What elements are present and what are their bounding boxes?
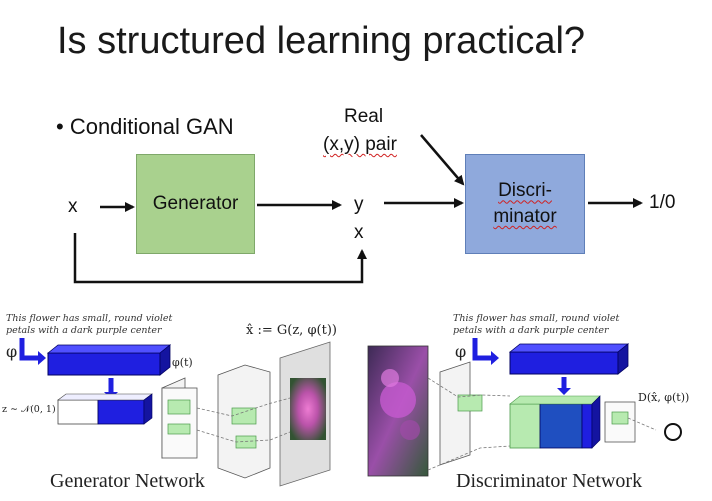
real-pair-text: (x,y) pair — [323, 134, 397, 155]
phi-t-label: φ(t) — [172, 356, 193, 369]
output-x-label: x — [354, 222, 364, 243]
real-pair-label-line1: Real — [344, 106, 384, 127]
generator-box: Generator — [136, 154, 255, 254]
caption-left-line2: petals with a dark purple center — [6, 324, 162, 336]
caption-right-line2: petals with a dark purple center — [453, 324, 609, 336]
real-pair-label-line2: (x,y) pair — [323, 134, 397, 156]
z-distribution-label: z ∼ 𝒩(0, 1) — [2, 404, 56, 415]
bullet-text: Conditional GAN — [69, 114, 234, 139]
discriminator-network-figure — [367, 343, 682, 477]
caption-right: This flower has small, round violet peta… — [453, 313, 619, 337]
input-x-label: x — [68, 196, 78, 217]
generator-network-label: Generator Network — [50, 470, 205, 492]
phi-right-symbol: φ — [455, 342, 467, 361]
bullet-item: • Conditional GAN — [56, 114, 234, 139]
caption-left-line1: This flower has small, round violet — [6, 313, 173, 324]
phi-left-symbol: φ — [6, 342, 18, 361]
discriminator-box: Discri- minator — [465, 154, 585, 254]
caption-left: This flower has small, round violet peta… — [6, 313, 172, 337]
discriminator-label-line2: minator — [493, 206, 557, 227]
page-title: Is structured learning practical? — [57, 20, 586, 62]
generator-network-figure — [46, 341, 331, 487]
caption-right-line1: This flower has small, round violet — [453, 313, 620, 324]
arrow-x-bypass — [73, 233, 367, 284]
discriminator-network-label: Discriminator Network — [456, 470, 643, 492]
generator-label: Generator — [152, 193, 239, 214]
discriminator-label-line1: Discri- — [498, 180, 552, 202]
discriminator-formula: D(x̂, φ(t)) — [638, 391, 690, 404]
generator-formula: x̂ := G(z, φ(t)) — [246, 323, 337, 338]
arrow-real-pair — [420, 134, 465, 186]
result-label: 1/0 — [649, 192, 676, 213]
output-y-label: y — [354, 194, 364, 215]
